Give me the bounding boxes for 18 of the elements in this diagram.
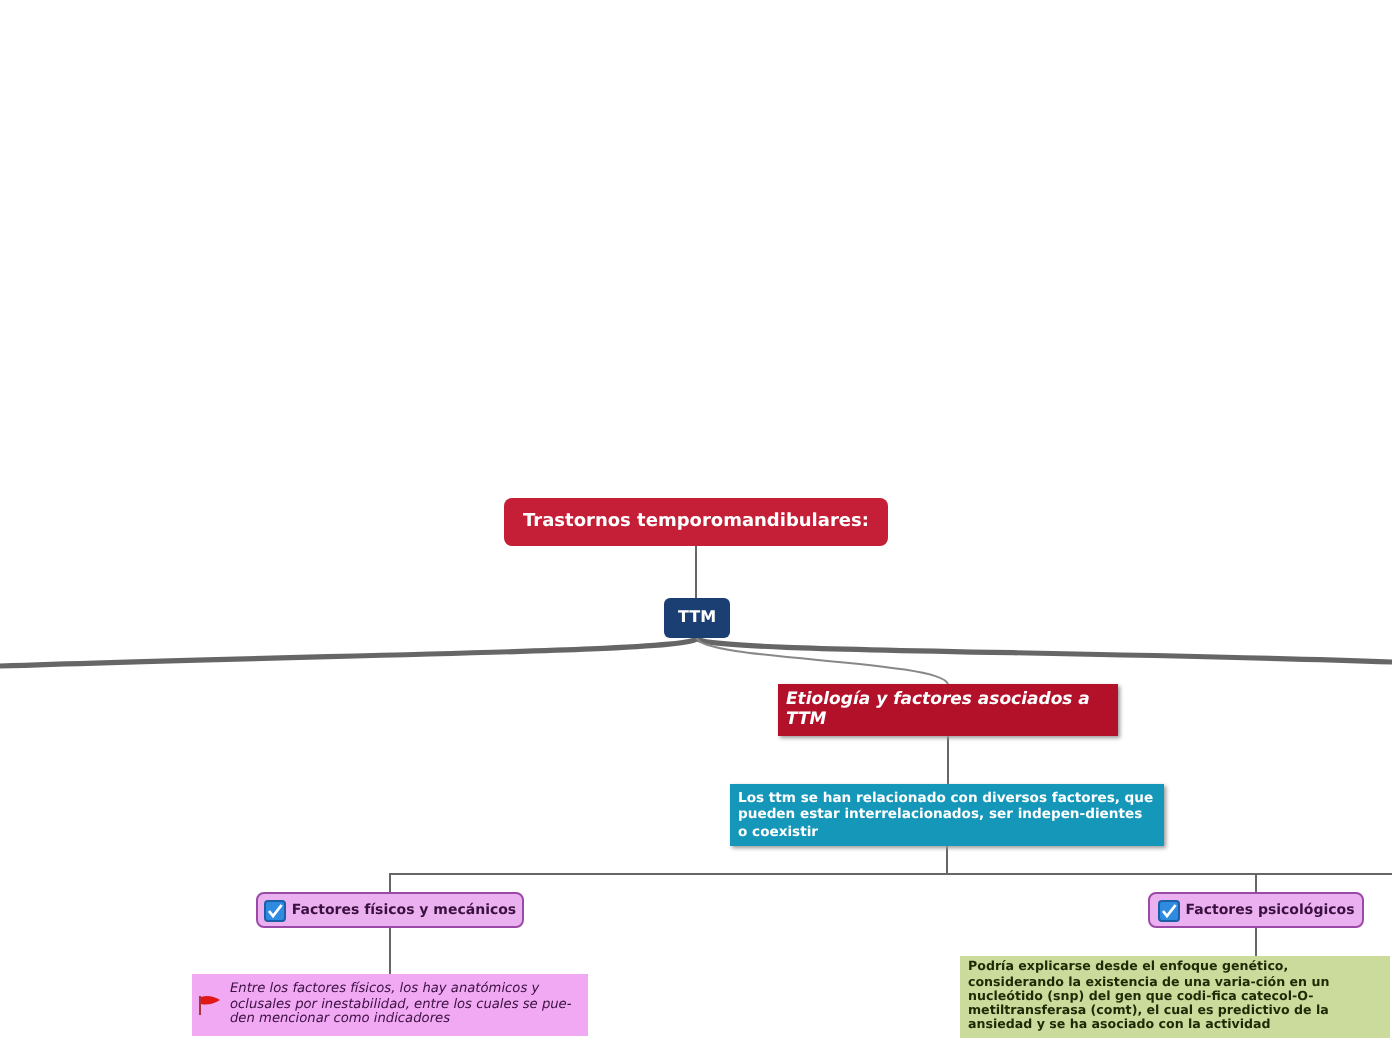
connector-line (947, 735, 949, 785)
task-box (256, 892, 524, 928)
connector-line (389, 927, 391, 975)
note-box (960, 956, 1390, 1038)
note-box (192, 974, 588, 1036)
node-text: Trastornos temporomandibulares: (523, 511, 869, 533)
connector-line (0, 635, 699, 669)
connector-line (946, 845, 1392, 875)
connector-line (696, 637, 949, 685)
connector-line (1255, 927, 1257, 957)
node-text: Etiología y factores asociados a TTM (786, 689, 1092, 731)
connector-line (695, 545, 697, 599)
node-text: TTM (677, 608, 717, 628)
connector-line (695, 635, 1392, 665)
topic-box (664, 598, 730, 638)
title-box (504, 498, 888, 546)
topic-box (778, 684, 1118, 736)
task-box (1148, 892, 1364, 928)
